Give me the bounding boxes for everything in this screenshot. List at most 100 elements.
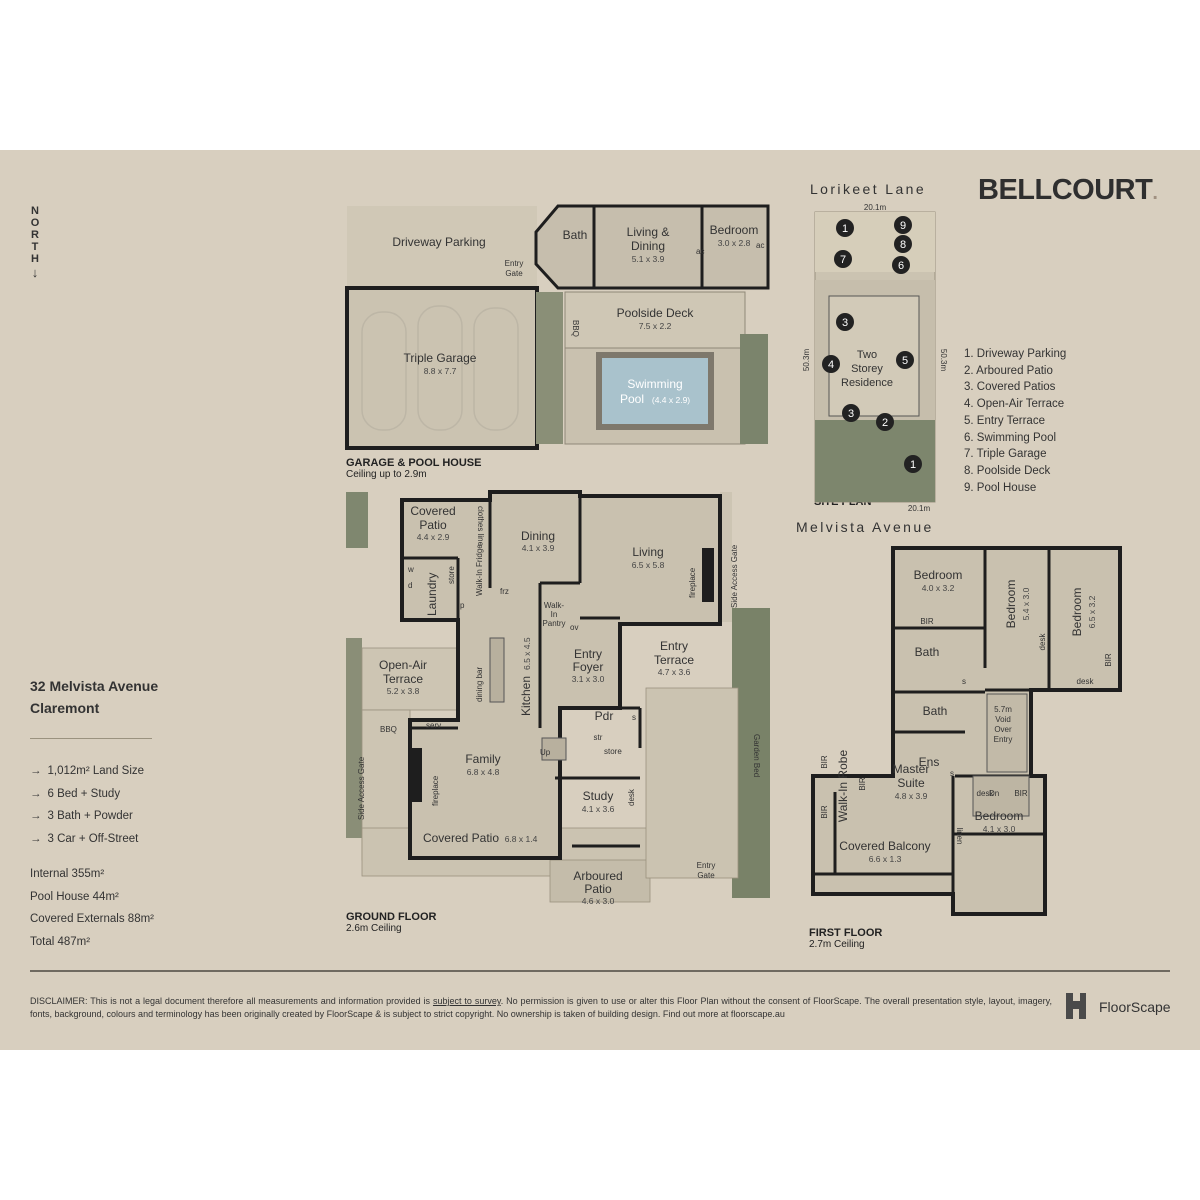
room-label: Entry [660,639,688,653]
garage-pool-house-plan: Driveway Parking Entry Gate Triple Garag… [345,204,770,450]
fact-land-size: 1,012m² Land Size [30,760,145,783]
room-label: ac [696,247,704,256]
first-floor-caption: FIRST FLOOR 2.7m Ceiling [809,927,882,950]
room-label: clothes line [476,506,485,547]
stair [972,775,1030,817]
room-label: Dining [521,529,555,543]
room-label: d [408,581,412,590]
room-label: Bath [915,645,940,659]
room-label: Walk- [544,601,564,610]
room-label: Gate [697,871,715,880]
residence-label: Storey [851,363,883,375]
room-label: Living & [627,225,670,239]
room-label: ov [570,623,578,632]
room-dim: 4.7 x 3.6 [658,667,691,677]
room-label: Kitchen [519,676,533,716]
room-label: Terrace [383,672,423,686]
fireplace-shape [702,548,714,602]
room-label: s [632,713,636,722]
car-icons [361,305,519,431]
disclaimer-link[interactable]: subject to survey [432,996,501,1006]
kitchen-island [489,637,505,703]
marker: 3 [842,317,848,329]
room-dim: 7.5 x 2.2 [639,321,672,331]
room-label: store [447,566,456,584]
room-dim: 6.5 x 3.2 [1087,595,1097,628]
residence-label: Residence [841,377,893,389]
room-label: BIR [858,777,867,791]
room-label: Dn [989,789,999,798]
garden-bed [346,638,362,838]
room-label: Up [540,748,551,757]
room-dim: 6.5 x 4.5 [522,637,532,670]
room-dim: 4.1 x 3.6 [582,804,615,814]
legend-item: 1. Driveway Parking [964,348,1067,360]
room-label: Terrace [654,653,694,667]
room-label: BIR [920,617,934,626]
void-label: Entry [994,735,1013,744]
room-label: Entry [574,647,602,661]
room-label: Side Access Gate [357,756,366,820]
first-floor-walls [811,546,1122,916]
room-dim: 4.1 x 3.9 [522,543,555,553]
property-areas: Internal 355m² Pool House 44m² Covered E… [30,863,154,953]
fact-bedrooms: 6 Bed + Study [30,783,144,806]
room-label: Entry [505,259,524,268]
room-label: BIR [1104,653,1113,667]
site-legend: 1. Driveway Parking 2. Arboured Patio 3.… [964,346,1066,496]
marker: 2 [882,417,888,429]
room-label: Bedroom [1004,580,1018,629]
garden-bed [346,492,368,548]
fact-parking: 3 Car + Off-Street [30,828,144,851]
ground-floor-caption: GROUND FLOOR 2.6m Ceiling [346,911,436,934]
room-dim: 6.8 x 4.8 [467,767,500,777]
room-label: Triple Garage [404,351,477,365]
caption-ceiling: 2.6m Ceiling [346,923,402,934]
room-label: Covered Balcony [839,839,930,853]
room-label: Bath [563,228,588,242]
north-indicator: NORTH ↓ [30,205,42,279]
room-label: Walk-In Fridge [475,544,484,596]
room-label: Suite [897,776,925,790]
legend-item: 8. Poolside Deck [964,464,1051,477]
footer-divider [30,970,1170,972]
room-dim: 5.1 x 3.9 [632,254,665,264]
room-label: store [604,747,622,756]
room-dim: 5.4 x 3.0 [1021,587,1031,620]
garden-bed [536,292,563,444]
void-label: 5.7m [994,705,1012,714]
room-label: Master [893,762,930,776]
room-label: ac [756,241,764,250]
marker: 3 [848,408,854,420]
area-total: Total 487m² [30,935,91,948]
caption-title: GARAGE & POOL HOUSE [346,457,482,469]
room-label: Gate [505,269,523,278]
caption-title: GROUND FLOOR [346,911,437,923]
caption-ceiling: 2.7m Ceiling [809,939,865,950]
interior-walls [813,548,1051,894]
marker: 7 [840,254,846,266]
room-label: Covered [410,504,455,518]
room-label: serv [426,721,441,730]
residence-label: Two [857,349,877,361]
room-label: desk [1077,677,1095,686]
room-label: Arboured [573,869,622,883]
room-label: Bedroom [1070,588,1084,637]
void-label: Void [995,715,1011,724]
site-depth-left: 50.3m [802,349,811,372]
room-dim: 4.8 x 3.9 [895,791,928,801]
room-label: fireplace [431,775,440,806]
legend-item: 3. Covered Patios [964,381,1056,394]
address-line-2: Claremont [30,700,100,716]
legend-item: 7. Triple Garage [964,448,1047,461]
room-label: Laundry [425,573,439,616]
room-label: In [551,610,558,619]
room-dim: 4.6 x 3.0 [582,896,615,906]
street-lorikeet-lane: Lorikeet Lane [810,181,927,197]
disclaimer-text: . No permission is given to use or alter… [30,996,1052,1019]
room-label: BBQ [571,320,580,337]
room-label: Bath [923,704,948,718]
stair [541,737,567,761]
site-width-top: 20.1m [864,203,887,212]
caption-title: FIRST FLOOR [809,927,883,939]
